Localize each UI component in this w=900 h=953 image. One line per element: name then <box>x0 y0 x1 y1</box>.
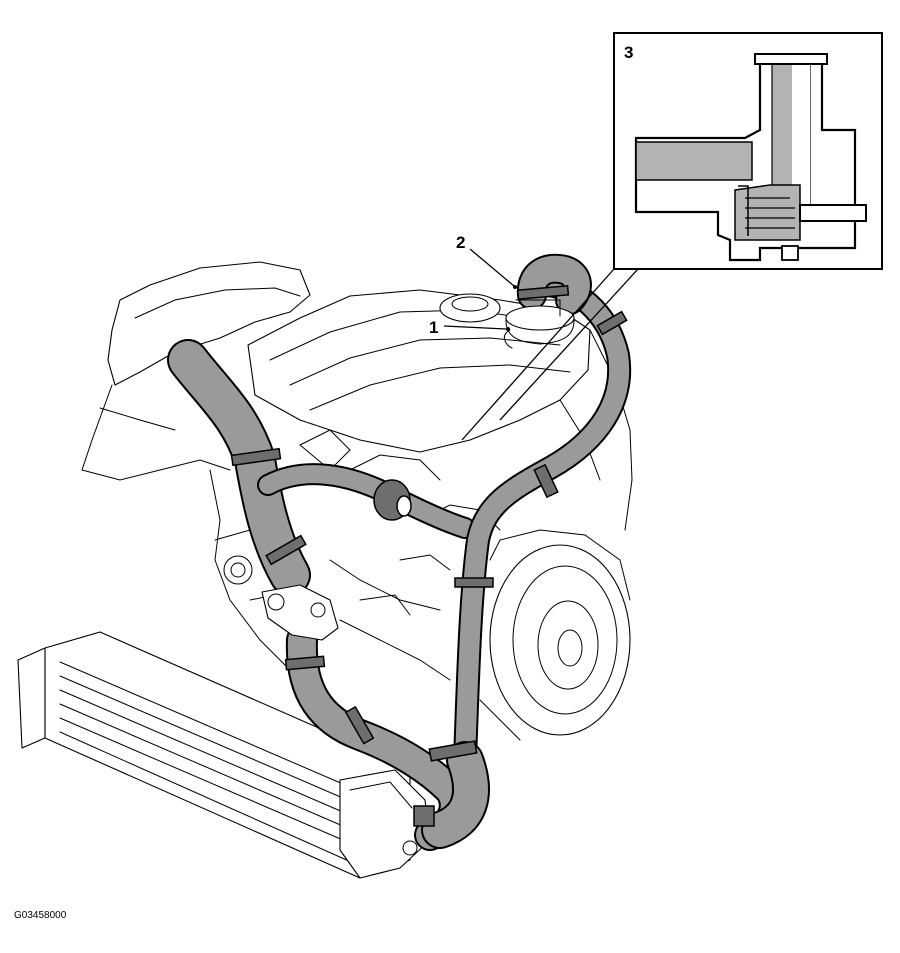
inset-leader-1 <box>461 268 615 441</box>
thermostat-housing <box>261 584 339 641</box>
intercooler <box>17 631 431 879</box>
callout-1-group: 1 <box>429 318 510 337</box>
callout-1: 1 <box>429 318 438 337</box>
figure-id: G03458000 <box>14 910 67 921</box>
hose-clamps <box>230 285 628 827</box>
engine-block <box>81 261 633 741</box>
callout-3: 3 <box>624 43 633 62</box>
inset-detail: 3 <box>613 32 883 270</box>
callout-2-group: 2 <box>456 233 517 289</box>
inset-leader-2 <box>499 268 639 421</box>
callout-2: 2 <box>456 233 465 252</box>
